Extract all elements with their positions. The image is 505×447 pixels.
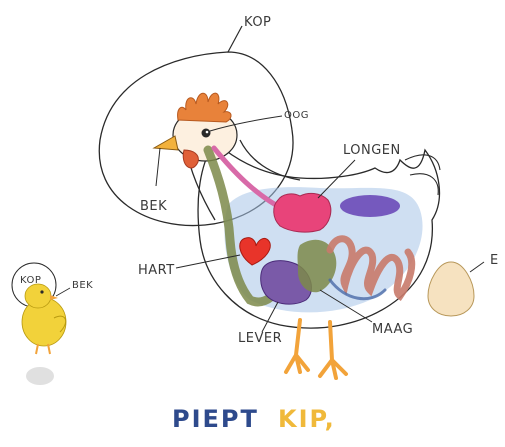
right-leg [318, 320, 348, 380]
esophagus [203, 145, 283, 307]
page-title: PIEPT KIP, [172, 405, 336, 433]
lungs [273, 192, 332, 233]
longen-leader [317, 159, 356, 199]
label-ei: E [490, 253, 499, 268]
stomach [297, 239, 337, 293]
intestines [326, 235, 416, 301]
chick: KOP BEK [11, 262, 93, 385]
chick-label-kop: KOP [20, 275, 41, 286]
kidney [340, 195, 400, 217]
eye-highlight [205, 130, 209, 134]
chicken-body-outline [197, 148, 441, 329]
ei-leader [469, 261, 485, 273]
beak [152, 135, 179, 151]
title-part2: KIP, [278, 405, 336, 433]
chick-shadow [26, 367, 54, 385]
label-hart: HART [138, 263, 175, 278]
intestine-loop [328, 278, 387, 301]
bek-leader [155, 147, 161, 187]
kop-connector [227, 25, 243, 53]
wattle [182, 149, 199, 169]
heart [239, 237, 271, 266]
left-leg [284, 318, 310, 374]
eye [201, 128, 211, 138]
chick-eye [40, 290, 44, 294]
maag-leader [319, 289, 373, 323]
label-bek: BEK [140, 199, 167, 214]
label-kop: KOP [244, 15, 271, 30]
label-maag: MAAG [372, 322, 413, 337]
chick-head [24, 283, 52, 309]
chick-bek-leader [55, 287, 71, 297]
head-outline-circle [98, 51, 294, 227]
label-lever: LEVER [238, 331, 282, 346]
tail-feathers [404, 154, 441, 196]
label-oog: OOG [284, 110, 309, 121]
label-longen: LONGEN [343, 143, 401, 158]
chick-beak [50, 295, 58, 300]
title-part1: PIEPT [172, 405, 259, 433]
egg [427, 261, 475, 317]
comb [177, 92, 232, 123]
lever-leader [261, 301, 279, 333]
chick-label-bek: BEK [72, 280, 93, 291]
leader-lines [155, 115, 485, 333]
hart-leader [175, 254, 241, 269]
oog-leader [209, 115, 283, 132]
chick-legs [35, 343, 51, 355]
chick-wing [53, 315, 67, 333]
